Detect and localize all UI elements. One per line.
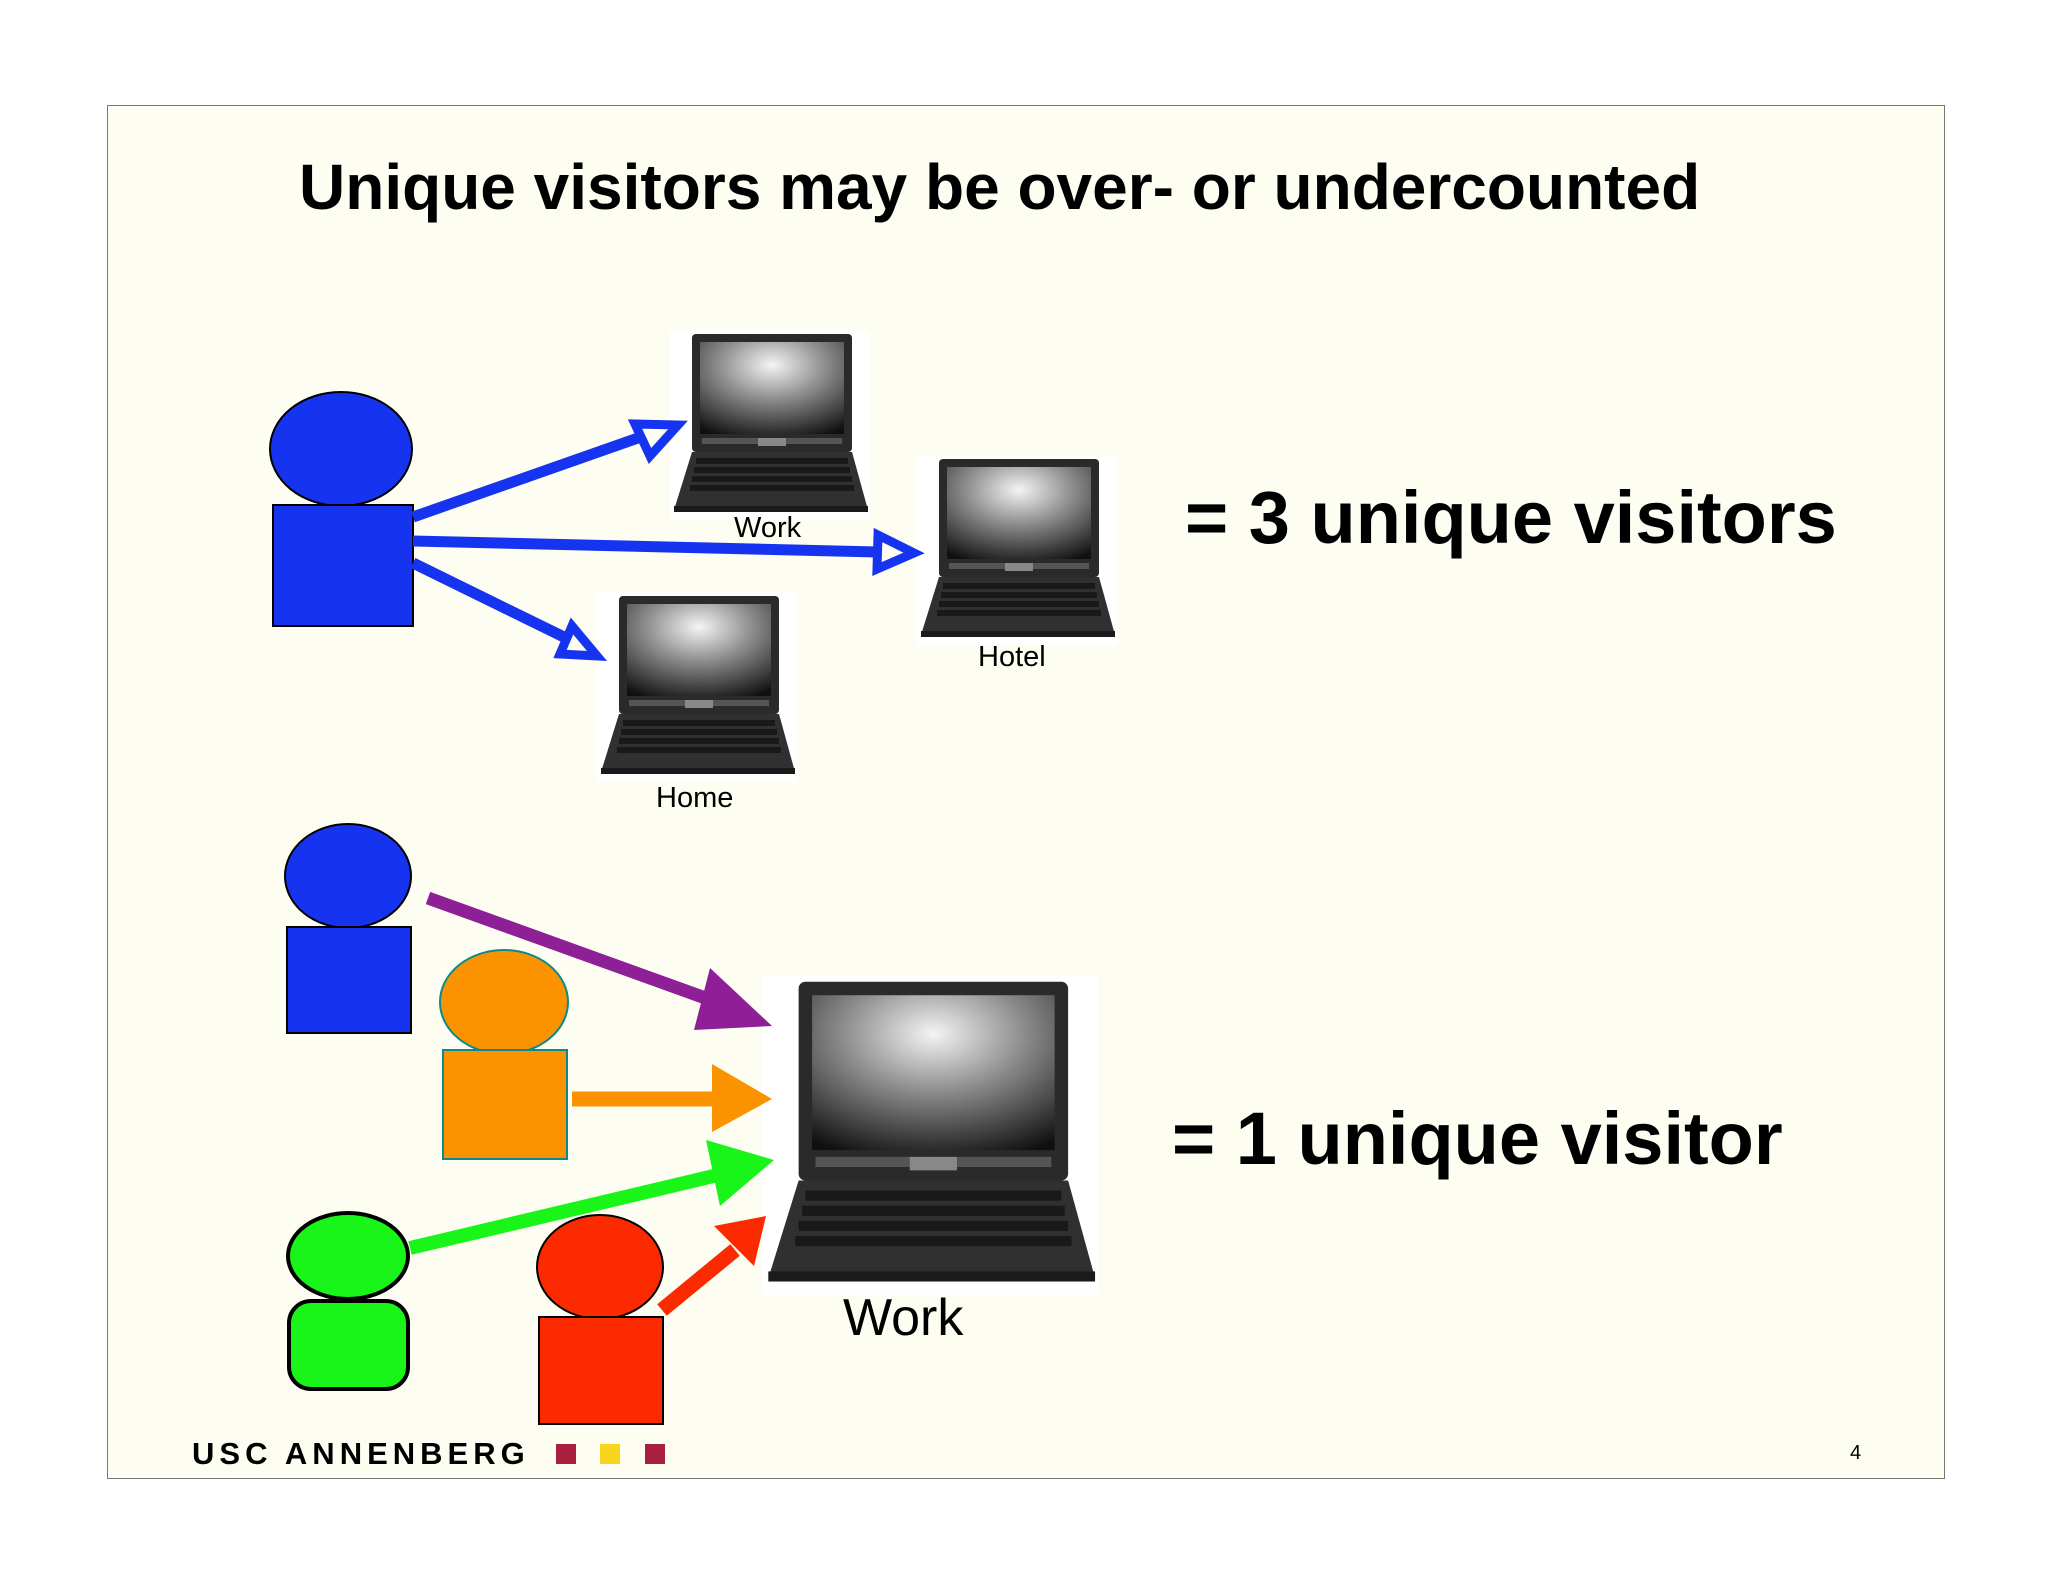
person-green-head-icon <box>286 1211 410 1301</box>
arrowhead-home-icon <box>553 617 608 662</box>
person-blue-head-icon <box>284 823 412 929</box>
brand-square-yellow-icon <box>600 1444 620 1464</box>
arrowhead-red-icon <box>714 1216 766 1266</box>
laptop-shared-work-icon <box>761 975 1099 1295</box>
person-head-icon <box>269 391 413 507</box>
laptop-home-icon <box>597 592 797 782</box>
arrowhead-hotel-icon <box>872 527 925 576</box>
person-green-body-icon <box>287 1299 410 1391</box>
label-hotel: Hotel <box>978 641 1046 673</box>
arrowhead-work-icon <box>627 419 688 465</box>
laptop-work-icon <box>670 330 870 520</box>
arrow-purple <box>425 891 725 1011</box>
arrow-green <box>408 1167 724 1255</box>
laptop-hotel-icon <box>917 455 1117 645</box>
label-home: Home <box>656 782 734 814</box>
page-number: 4 <box>1850 1442 1862 1464</box>
arrow-to-work <box>411 432 640 523</box>
label-shared-work: Work <box>843 1289 964 1347</box>
arrows-bottom <box>408 891 774 1316</box>
person-orange-head-icon <box>439 949 569 1055</box>
person-body-icon <box>272 504 414 627</box>
slide-title: Unique visitors may be over- or undercou… <box>299 151 1701 223</box>
arrow-to-hotel <box>412 535 879 558</box>
person-red-body-icon <box>538 1316 664 1425</box>
person-red-head-icon <box>536 1214 664 1320</box>
arrows-top <box>410 419 925 662</box>
arrow-to-home <box>410 558 573 645</box>
person-blue-body-icon <box>286 926 412 1034</box>
person-orange-body-icon <box>442 1049 568 1160</box>
arrow-red <box>657 1244 740 1316</box>
arrowhead-purple-icon <box>694 968 772 1030</box>
brand-square-red-icon <box>645 1444 665 1464</box>
brand-square-red-icon <box>556 1444 576 1464</box>
result-three-visitors: = 3 unique visitors <box>1185 476 1837 559</box>
arrowhead-green-icon <box>706 1140 774 1206</box>
label-work: Work <box>734 512 802 544</box>
usc-annenberg-logo: USC ANNENBERG <box>192 1436 530 1471</box>
arrowhead-orange-icon <box>712 1064 772 1132</box>
result-one-visitor: = 1 unique visitor <box>1172 1097 1783 1180</box>
